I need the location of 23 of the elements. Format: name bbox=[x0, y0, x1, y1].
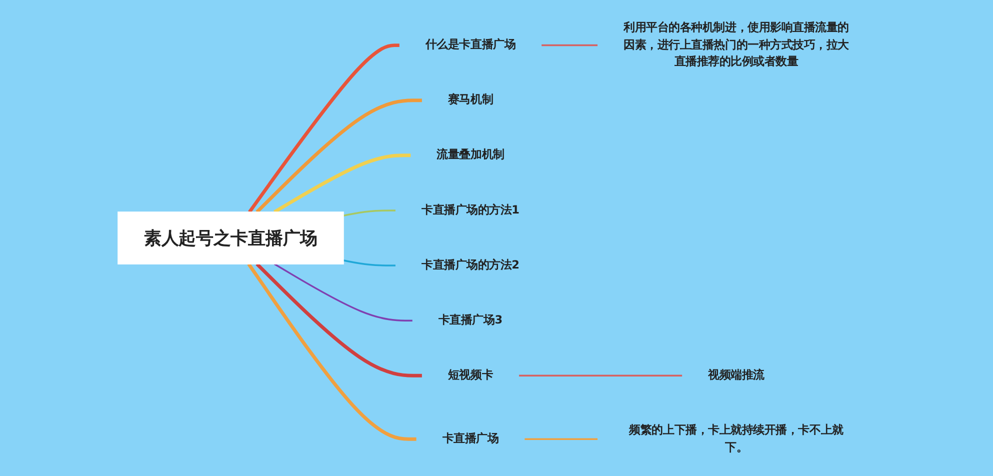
connector bbox=[343, 260, 396, 266]
connector bbox=[247, 263, 416, 441]
connector bbox=[524, 438, 598, 440]
node-text: 卡直播广场3 bbox=[438, 314, 503, 327]
connector bbox=[274, 154, 411, 214]
node-text: 短视频卡 bbox=[448, 368, 494, 382]
node-text: 什么是卡直播广场 bbox=[425, 38, 516, 52]
connector bbox=[274, 263, 412, 322]
node-text: 利用平台的各种机制进，使用影响直播流量的因素，进行上直播热门的一种方式技巧，拉大直播推荐的比例或者数量 bbox=[624, 22, 849, 68]
connector bbox=[248, 44, 400, 213]
connector bbox=[519, 374, 682, 376]
connector bbox=[343, 210, 396, 216]
node-text: 卡直播广场的方法1 bbox=[421, 204, 520, 217]
connector bbox=[256, 262, 422, 378]
connector bbox=[256, 98, 422, 214]
node-text: 卡直播广场的方法2 bbox=[421, 258, 520, 272]
connector bbox=[542, 44, 598, 46]
node-box: 素人起号之卡直播广场 bbox=[118, 212, 344, 264]
node-text: 视频端推流 bbox=[708, 368, 764, 382]
node-text: 频繁的上下播，卡上就持续开播，卡不上就下。 bbox=[629, 424, 844, 454]
node-text: 赛马机制 bbox=[448, 94, 494, 107]
node-text: 流量叠加机制 bbox=[436, 148, 504, 162]
node-text: 卡直播广场 bbox=[442, 432, 499, 446]
